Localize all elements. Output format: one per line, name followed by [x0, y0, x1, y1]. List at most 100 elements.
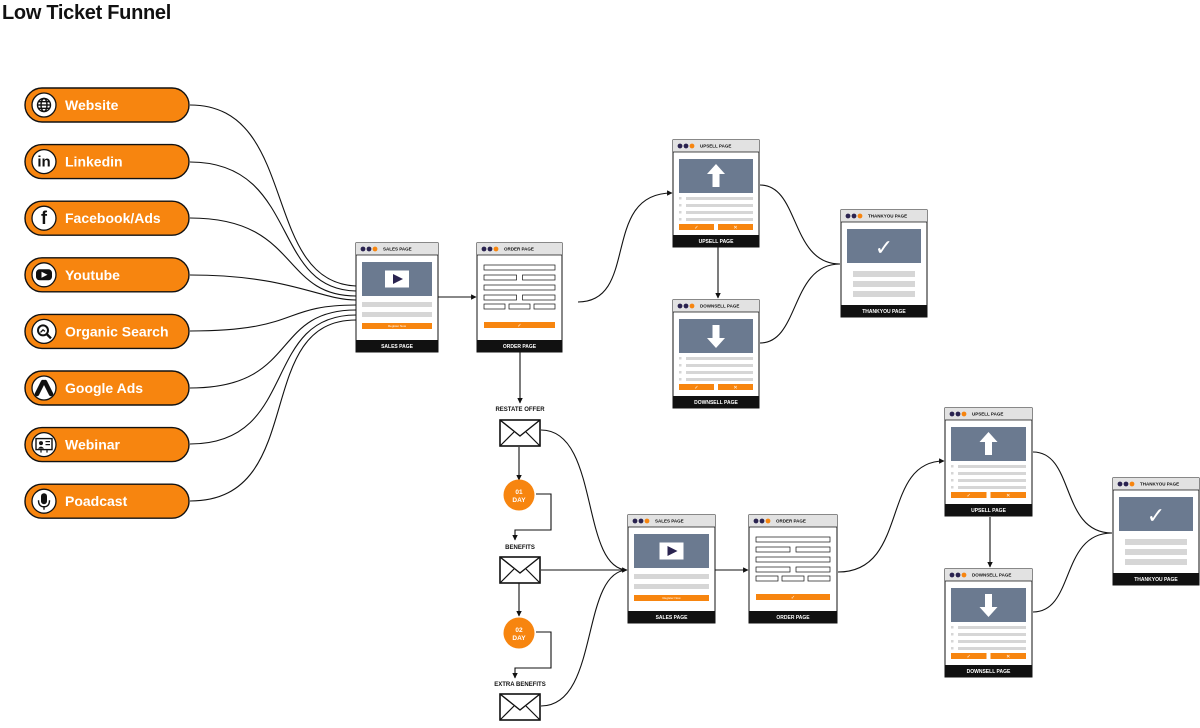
source-pill: [24, 313, 190, 350]
delay-circle: [503, 617, 535, 649]
facebook-icon: f: [31, 205, 57, 231]
page-frame: [1112, 477, 1200, 586]
email-step-1[interactable]: RESTATE OFFER: [495, 407, 545, 447]
source-pill: [24, 143, 190, 180]
delay-circle: [503, 479, 535, 511]
page-footer: [945, 504, 1032, 516]
source-organic-search[interactable]: Organic Search: [24, 313, 190, 350]
page-frame: [944, 568, 1033, 678]
svg-text:f: f: [41, 208, 48, 228]
connector-order2-upsell2: [837, 458, 945, 573]
accept-button: [679, 224, 714, 230]
page-footer-label: SALES PAGE: [656, 615, 689, 621]
source-google-ads[interactable]: Google Ads: [24, 370, 190, 406]
page-title: DOWNSELL PAGE: [700, 304, 739, 309]
accept-button: [951, 653, 987, 659]
window-dots-icon: [1117, 481, 1135, 487]
page-titlebar: [945, 569, 1032, 581]
envelope-icon: [499, 693, 541, 721]
register-button: [634, 595, 709, 601]
page-footer: [477, 340, 562, 352]
close-icon: ✕: [1006, 654, 1010, 660]
connector-downsell-thankyou: [759, 263, 841, 344]
connector-order-upsell: [577, 190, 673, 303]
email-step-label: RESTATE OFFER: [495, 407, 545, 413]
window-dots-icon: [677, 303, 695, 309]
delay-unit: DAY: [512, 635, 526, 642]
diagram-title: Low Ticket Funnel: [2, 2, 171, 24]
page-footer-label: THANKYOU PAGE: [1134, 577, 1178, 583]
page-frame: [672, 139, 760, 248]
check-icon: ✓: [1147, 504, 1165, 529]
page-title: THANKYOU PAGE: [868, 214, 907, 219]
page-title: THANKYOU PAGE: [1140, 482, 1179, 487]
page-titlebar: [1113, 478, 1199, 490]
thankyou2-page-card[interactable]: THANKYOU PAGE THANKYOU PAGE ✓: [1112, 477, 1200, 586]
globe-icon: [31, 92, 57, 118]
source-webinar[interactable]: Webinar: [24, 426, 190, 463]
email-step-label: BENEFITS: [505, 545, 535, 551]
source-label: Youtube: [65, 267, 120, 283]
page-footer: [673, 235, 759, 247]
source-poadcast[interactable]: Poadcast: [24, 483, 190, 519]
source-pill: [24, 426, 190, 463]
email-step-3[interactable]: EXTRA BENEFITS: [494, 682, 546, 721]
page-footer: [945, 665, 1032, 677]
decline-button: [718, 384, 753, 390]
connector-organic-sales: [189, 304, 357, 332]
search-icon: [31, 318, 57, 345]
connector-webinar-sales: [189, 314, 357, 445]
page-footer-label: UPSELL PAGE: [699, 239, 734, 245]
page-footer-label: SALES PAGE: [381, 344, 414, 350]
close-icon: ✕: [733, 225, 737, 231]
submit-button: [484, 322, 555, 328]
source-label: Webinar: [65, 437, 121, 453]
source-website[interactable]: Website: [24, 87, 190, 123]
microphone-icon: [31, 488, 57, 514]
connector-youtube-sales: [189, 274, 357, 301]
page-frame: [627, 514, 716, 624]
window-dots-icon: [677, 143, 695, 149]
window-dots-icon: [753, 518, 771, 524]
source-youtube[interactable]: Youtube: [24, 257, 190, 293]
connector-lines: [189, 104, 1113, 707]
connector-day2-extra: [512, 631, 552, 679]
page-title: ORDER PAGE: [776, 519, 806, 524]
page-footer-label: THANKYOU PAGE: [862, 309, 906, 315]
email-step-2[interactable]: BENEFITS: [499, 545, 541, 584]
window-dots-icon: [949, 411, 967, 417]
window-dots-icon: [360, 246, 378, 252]
page-titlebar: [477, 243, 562, 255]
linkedin-icon: in: [31, 148, 57, 175]
source-label: Google Ads: [65, 380, 143, 396]
page-title: UPSELL PAGE: [700, 144, 731, 149]
page-titlebar: [628, 515, 715, 527]
connector-facebook-sales: [189, 217, 357, 297]
youtube-icon: [31, 262, 57, 288]
page-footer: [749, 611, 837, 623]
page-footer: [673, 396, 759, 408]
submit-button: [756, 594, 830, 600]
page-frame: [672, 299, 760, 409]
source-pill: [24, 87, 190, 123]
page-footer: [356, 340, 438, 352]
page-footer-label: DOWNSELL PAGE: [967, 669, 1011, 675]
check-icon: ✓: [694, 385, 698, 391]
accept-button: [679, 384, 714, 390]
